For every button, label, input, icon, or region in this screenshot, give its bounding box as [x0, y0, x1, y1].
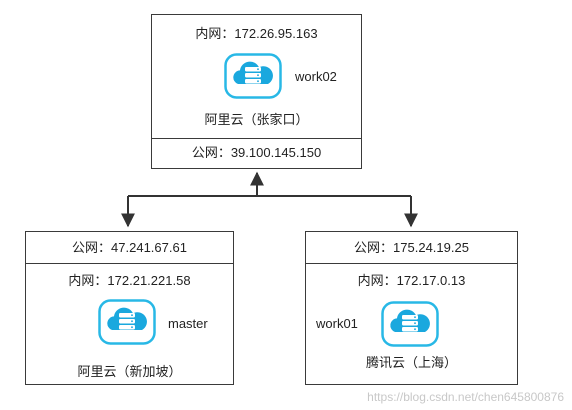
work01-inner-ip: 内网：172.17.0.13: [306, 263, 517, 289]
cloud-server-icon: [98, 299, 156, 345]
work02-inner-ip: 内网：172.26.95.163: [195, 26, 318, 41]
work02-name: work02: [295, 69, 337, 84]
cloud-server-icon: [224, 53, 282, 99]
master-name: master: [168, 316, 208, 331]
work01-location: 腾讯云（上海）: [365, 355, 457, 370]
node-master: 公网：47.241.67.61 内网：172.21.221.58 master …: [25, 231, 234, 385]
master-location: 阿里云（新加坡）: [77, 364, 182, 379]
watermark: https://blog.csdn.net/chen645800876: [367, 390, 564, 404]
work01-name: work01: [316, 316, 358, 331]
node-work01: 公网：175.24.19.25 内网：172.17.0.13 work01 腾讯…: [305, 231, 518, 385]
work02-location: 阿里云（张家口）: [204, 112, 309, 127]
master-inner-ip: 内网：172.21.221.58: [26, 263, 233, 289]
node-work02: 内网：172.26.95.163 work02 阿里云（张家口） 公网：39.1…: [151, 14, 362, 169]
work01-public-ip: 公网：175.24.19.25: [354, 240, 469, 255]
work02-public-ip: 公网：39.100.145.150: [152, 138, 361, 168]
cloud-server-icon: [381, 301, 439, 347]
master-public-ip: 公网：47.241.67.61: [72, 240, 187, 255]
